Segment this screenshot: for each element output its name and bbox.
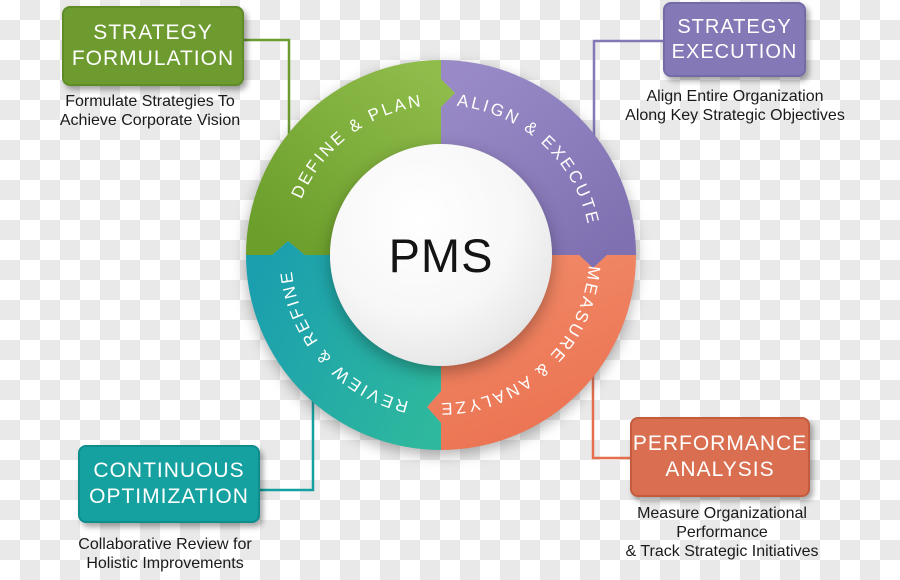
performance-analysis-box: PERFORMANCE ANALYSIS [630, 417, 810, 497]
segment-define-plan [246, 60, 455, 255]
continuous-optimization-caption: Collaborative Review for Holistic Improv… [55, 535, 275, 573]
caption-line: Collaborative Review for [78, 536, 252, 553]
strategy-execution-title: STRATEGY EXECUTION [671, 15, 798, 63]
caption-line: Holistic Improvements [86, 555, 244, 572]
caption-line: Measure Organizational Performance [637, 505, 807, 541]
continuous-optimization-title: CONTINUOUS OPTIMIZATION [89, 458, 249, 508]
strategy-formulation-box: STRATEGY FORMULATION [62, 6, 244, 86]
caption-line: Formulate Strategies To [65, 93, 235, 110]
center-hub [330, 144, 552, 366]
connector-lines [244, 38, 663, 492]
segment-measure-analyze [427, 255, 636, 450]
caption-line: Achieve Corporate Vision [59, 112, 241, 129]
strategy-execution-box: STRATEGY EXECUTION [663, 2, 806, 77]
center-hub-label: PMS [389, 229, 494, 282]
connector-strategy-formulation [244, 38, 291, 140]
connector-strategy-execution [592, 39, 663, 140]
caption-line: Align Entire Organization [646, 88, 824, 105]
continuous-optimization-box: CONTINUOUS OPTIMIZATION [78, 445, 260, 523]
strategy-formulation-caption: Formulate Strategies To Achieve Corporat… [40, 92, 260, 130]
caption-line: Along Key Strategic Objectives [625, 107, 845, 124]
connector-performance-analysis [591, 370, 632, 460]
strategy-formulation-title: STRATEGY FORMULATION [71, 20, 235, 70]
caption-line: & Track Strategic Initiatives [625, 543, 819, 560]
performance-analysis-title: PERFORMANCE ANALYSIS [632, 431, 808, 481]
cycle-ring [246, 60, 636, 450]
performance-analysis-caption: Measure Organizational Performance & Tra… [592, 504, 852, 561]
segment-review-refine [246, 241, 441, 450]
strategy-execution-caption: Align Entire Organization Along Key Stra… [605, 87, 865, 125]
connector-continuous-optimization [258, 395, 315, 492]
segment-align-execute [441, 60, 636, 268]
